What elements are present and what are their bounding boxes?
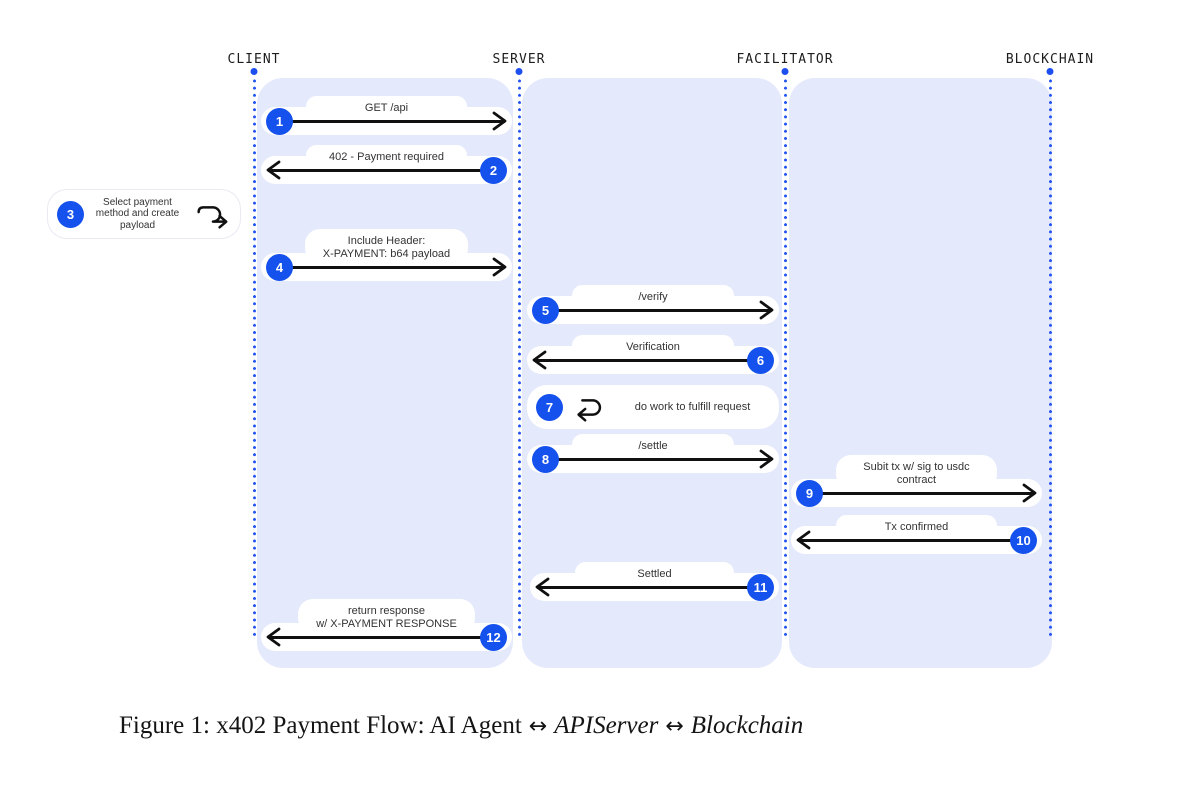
message-arrow-right: 9 [791, 479, 1042, 507]
arrow-line [556, 457, 772, 461]
lifeline-cap-client [250, 68, 258, 75]
step-number-badge: 5 [532, 296, 559, 324]
arrow-line [537, 585, 750, 589]
message-label: do work to fulfill request [634, 401, 751, 413]
message-arrow-right: 4 [261, 253, 512, 281]
lifeline-cap-facilitator [781, 68, 789, 75]
lifeline-server [516, 78, 522, 638]
message-label: /settle [572, 434, 734, 455]
message-1-get-api: GET /api 1 [261, 96, 512, 135]
message-label: Include Header:X-PAYMENT: b64 payload [304, 229, 469, 263]
message-10-tx-confirmed: Tx confirmed 10 [791, 515, 1042, 554]
message-label: Verification [572, 335, 734, 356]
caption-prefix: Figure 1: x402 Payment Flow: AI Agent [119, 712, 522, 739]
arrow-line [820, 491, 1035, 495]
message-label: Tx confirmed [836, 515, 997, 536]
lifeline-client [251, 78, 257, 638]
arrowhead-right-icon [1022, 483, 1037, 503]
figure-caption: Figure 1: x402 Payment Flow: AI Agent↔AP… [119, 712, 803, 740]
message-label: GET /api [306, 96, 467, 117]
lane-panel-facilitator-blockchain [789, 78, 1052, 668]
message-5-verify: /verify 5 [527, 285, 779, 324]
arrow-line [290, 119, 505, 123]
arrowhead-right-icon [492, 111, 507, 131]
message-label: /verify [572, 285, 734, 306]
step-number-badge: 7 [536, 393, 563, 421]
message-7-do-work: 7 do work to fulfill request [527, 385, 779, 429]
step-number-badge: 3 [57, 200, 84, 228]
message-label: Select payment method and create payload [95, 196, 180, 231]
arrowhead-right-icon [759, 449, 774, 469]
caption-apiserver: APIServer [554, 712, 659, 739]
arrow-line [268, 168, 483, 172]
step-number-badge: 4 [266, 253, 293, 281]
step-number-badge: 1 [266, 107, 293, 135]
step-number-badge: 10 [1010, 526, 1037, 554]
left-right-arrow: ↔ [528, 714, 548, 739]
self-loop-left-icon [577, 398, 602, 422]
arrowhead-right-icon [759, 300, 774, 320]
arrow-line [798, 538, 1013, 542]
arrow-line [534, 358, 750, 362]
message-label: 402 - Payment required [306, 145, 467, 166]
message-4-include-header: Include Header:X-PAYMENT: b64 payload 4 [261, 229, 512, 281]
step-number-badge: 11 [747, 573, 774, 601]
arrow-line [556, 308, 772, 312]
step-number-badge: 9 [796, 479, 823, 507]
caption-blockchain: Blockchain [690, 712, 804, 739]
step-number-badge: 8 [532, 445, 559, 473]
step-number-badge: 12 [480, 623, 507, 651]
lane-header-blockchain: BLOCKCHAIN [1005, 52, 1095, 67]
lifeline-cap-server [515, 68, 523, 75]
step-number-badge: 6 [747, 346, 774, 374]
lane-header-server: SERVER [492, 52, 546, 67]
message-label: Settled [574, 562, 735, 583]
message-3-select-payment: 3 Select payment method and create paylo… [47, 189, 241, 239]
lifeline-cap-blockchain [1046, 68, 1054, 75]
arrowhead-right-icon [492, 257, 507, 277]
step-number-badge: 2 [480, 156, 507, 184]
message-2-402-payment-required: 402 - Payment required 2 [261, 145, 512, 184]
lane-header-facilitator: FACILITATOR [736, 52, 834, 67]
arrow-line [290, 265, 505, 269]
lane-header-client: CLIENT [227, 52, 281, 67]
arrow-line [268, 635, 483, 639]
message-11-settled: Settled 11 [530, 562, 779, 601]
message-8-settle: /settle 8 [527, 434, 779, 473]
lifeline-facilitator [782, 78, 788, 638]
message-arrow-right: 1 [261, 107, 512, 135]
message-6-verification: Verification 6 [527, 335, 779, 374]
left-right-arrow: ↔ [665, 714, 684, 739]
lifeline-blockchain [1047, 78, 1053, 638]
self-loop-right-icon [197, 205, 228, 229]
